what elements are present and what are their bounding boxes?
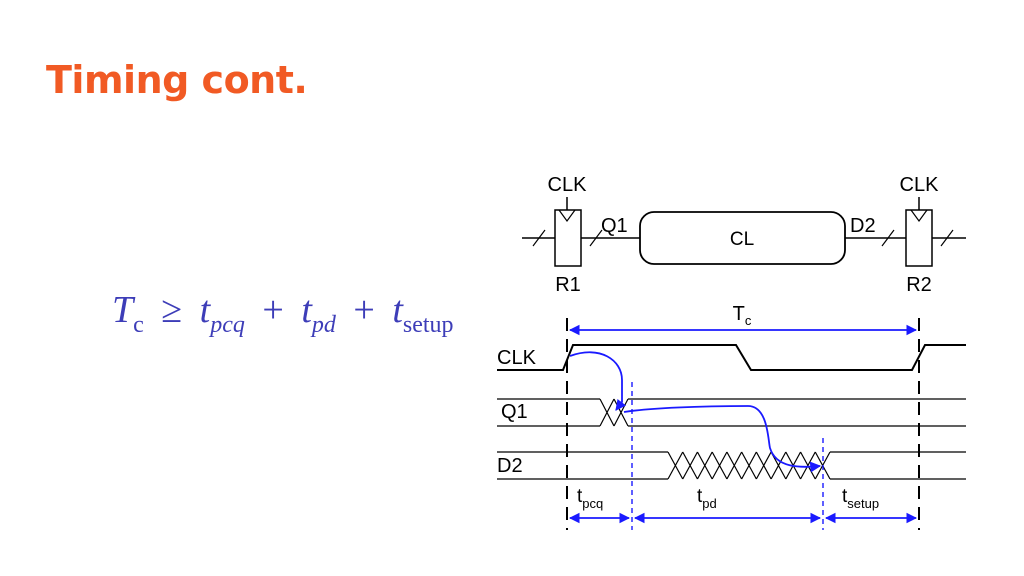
combinational-logic-label: CL [730, 229, 754, 250]
clk-right-label: CLK [900, 174, 940, 196]
combinational-logic-block [639, 211, 846, 265]
clock-triangle-r2 [910, 209, 928, 223]
wire-label-d2: D2 [850, 215, 876, 237]
register-label-r2: R2 [906, 274, 932, 296]
eq-term1: t [199, 289, 211, 331]
waveform-q1 [497, 398, 966, 427]
bus-slash-q1 [589, 229, 603, 247]
d2-hatch-line [770, 451, 787, 480]
tpd-label: tpd [697, 486, 717, 511]
register-r1 [554, 209, 582, 267]
eq-term3: t [392, 289, 403, 331]
d2-hatch-line [696, 451, 713, 480]
timing-equation: Tc ≥ tpcq + tpd + tsetup [112, 288, 454, 339]
eq-term2: t [301, 289, 312, 331]
clock-triangle-r1 [558, 209, 576, 223]
eq-plus2: + [353, 289, 375, 331]
signal-label-d2: D2 [497, 455, 523, 477]
d2-hatch-line [755, 451, 772, 480]
eq-term1-sub: pcq [210, 312, 245, 338]
bus-slash-out [940, 229, 954, 247]
q1-to-d2-arrow [623, 405, 822, 473]
wire-label-q1: Q1 [601, 215, 628, 237]
d2-hatch-line [711, 451, 728, 480]
d2-hatch-line [741, 451, 757, 480]
eq-plus1: + [262, 289, 284, 331]
d2-hatch-line [667, 451, 684, 480]
d2-transition-region [667, 451, 831, 480]
eq-relation: ≥ [161, 289, 183, 331]
bus-slash-d2 [881, 229, 895, 247]
eq-lhs-sub: c [133, 312, 144, 338]
signal-label-q1: Q1 [501, 401, 528, 423]
eq-lhs: T [112, 289, 134, 331]
eq-term2-sub: pd [311, 312, 336, 338]
tpcq-label: tpcq [577, 486, 603, 511]
register-r2 [905, 209, 933, 267]
period-label: Tc [733, 303, 752, 328]
tsetup-label: tsetup [842, 486, 879, 511]
d2-hatch-line [726, 451, 743, 480]
waveforms: Tc CLK Q1 D2 [497, 303, 966, 530]
waveform-clk [497, 344, 966, 371]
d2-hatch-line [682, 451, 698, 480]
bus-slash-in [532, 229, 546, 247]
circuit-schematic: CLK CLK Q1 D2 CL R1 R2 [522, 174, 966, 296]
clk-left-label: CLK [548, 174, 588, 196]
signal-label-clk: CLK [497, 347, 537, 369]
d2-hatch-line [800, 451, 816, 480]
slide-title: Timing cont. [46, 58, 308, 102]
clk-to-q1-arrow [569, 351, 627, 411]
eq-term3-sub: setup [402, 312, 454, 338]
waveform-d2 [497, 451, 966, 480]
register-label-r1: R1 [555, 274, 581, 296]
